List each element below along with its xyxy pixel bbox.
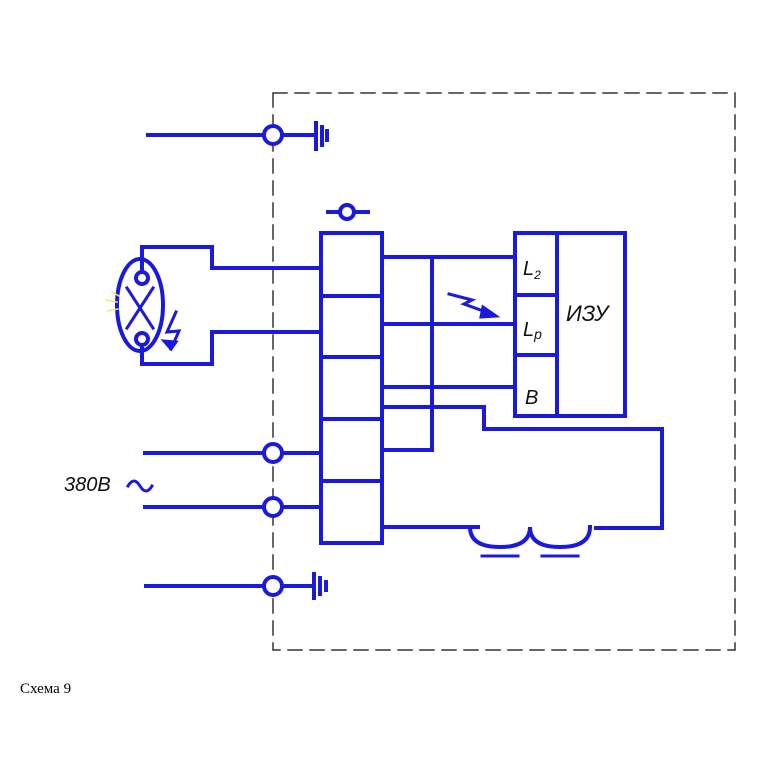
terminal-block	[319, 231, 384, 545]
label-lp: Lp	[523, 319, 542, 342]
izu-block	[513, 231, 627, 418]
inductor-circuit	[380, 405, 664, 558]
supply-line-1	[143, 442, 323, 464]
enclosure-frame	[272, 92, 736, 651]
supply-line-2	[143, 496, 323, 518]
lightning-arrow-lamp	[160, 310, 182, 352]
lamp-igniter	[115, 245, 323, 366]
label-b: B	[525, 387, 538, 409]
figure-caption: Схема 9	[20, 681, 72, 697]
lamp-glow	[105, 290, 121, 312]
ground-terminal-bottom	[144, 572, 328, 600]
label-voltage: 380В	[64, 474, 111, 496]
bus-wire	[380, 255, 434, 452]
contact-symbol	[326, 203, 370, 221]
label-l2: L2	[523, 258, 541, 282]
label-izu: ИЗУ	[566, 301, 610, 326]
lightning-arrow-middle	[447, 292, 501, 319]
ground-terminal-top	[146, 121, 329, 151]
ac-symbol	[125, 479, 155, 493]
